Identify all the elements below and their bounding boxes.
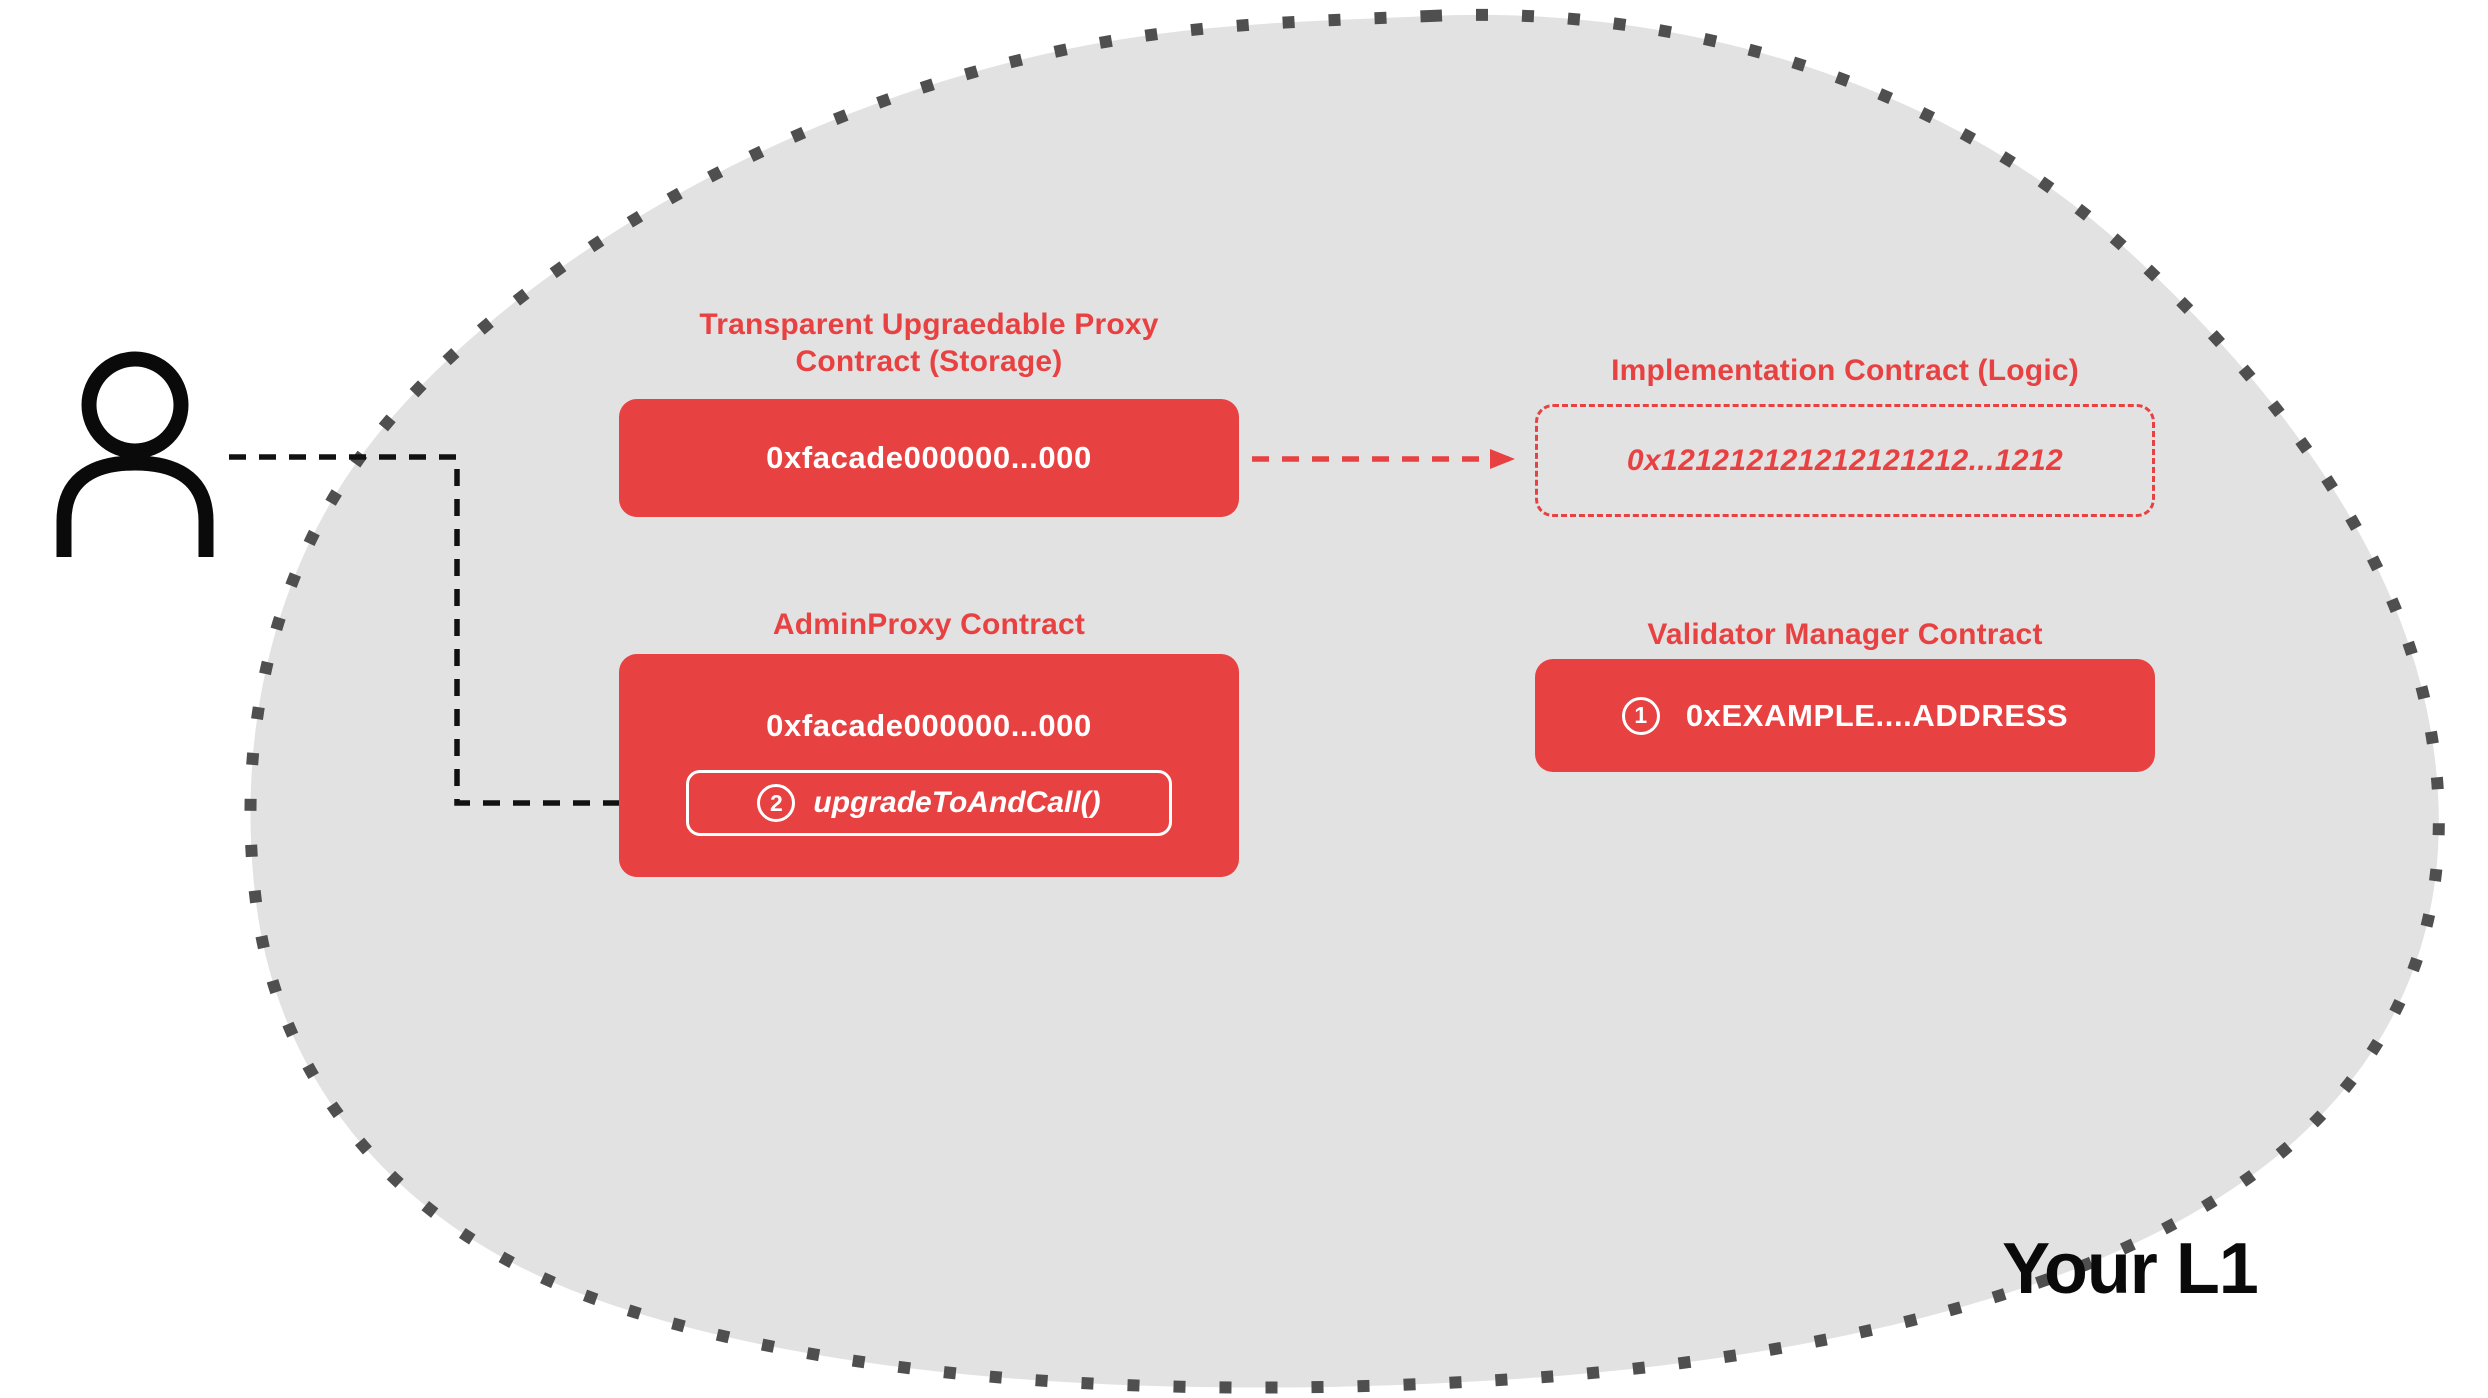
region-label: Your L1 — [2002, 1229, 2259, 1309]
implementation-contract-address: 0x121212121212121212...1212 — [1626, 443, 2064, 477]
user-to-admin-proxy-arrow — [229, 454, 679, 814]
step-1-badge: 1 — [1621, 696, 1660, 735]
validator-manager-address: 0xEXAMPLE....ADDRESS — [1685, 697, 2069, 733]
implementation-contract-node: 0x121212121212121212...1212 — [1535, 404, 2155, 517]
proxy-contract-title-line1: Transparent Upgraedable Proxy — [699, 308, 1159, 341]
proxy-contract-title-line2: Contract (Storage) — [795, 345, 1063, 378]
proxy-contract-title: Transparent Upgraedable Proxy Contract (… — [619, 306, 1239, 380]
upgrade-to-and-call-method: 2 upgradeToAndCall() — [686, 770, 1172, 836]
l1-region-blob — [244, 8, 2445, 1394]
proxy-contract-node: 0xfacade000000...000 — [619, 399, 1239, 517]
validator-manager-title: Validator Manager Contract — [1647, 618, 2043, 651]
admin-proxy-address: 0xfacade000000...000 — [766, 708, 1092, 743]
step-2-badge: 2 — [757, 784, 796, 822]
implementation-contract-title: Implementation Contract (Logic) — [1611, 354, 2079, 387]
admin-proxy-title: AdminProxy Contract — [772, 608, 1086, 641]
upgrade-method-label: upgradeToAndCall() — [813, 786, 1101, 819]
user-icon — [56, 351, 214, 557]
proxy-contract-address: 0xfacade000000...000 — [766, 440, 1092, 475]
validator-manager-node: 1 0xEXAMPLE....ADDRESS — [1535, 659, 2155, 772]
admin-proxy-node: 0xfacade000000...000 2 upgradeToAndCall(… — [619, 654, 1239, 877]
